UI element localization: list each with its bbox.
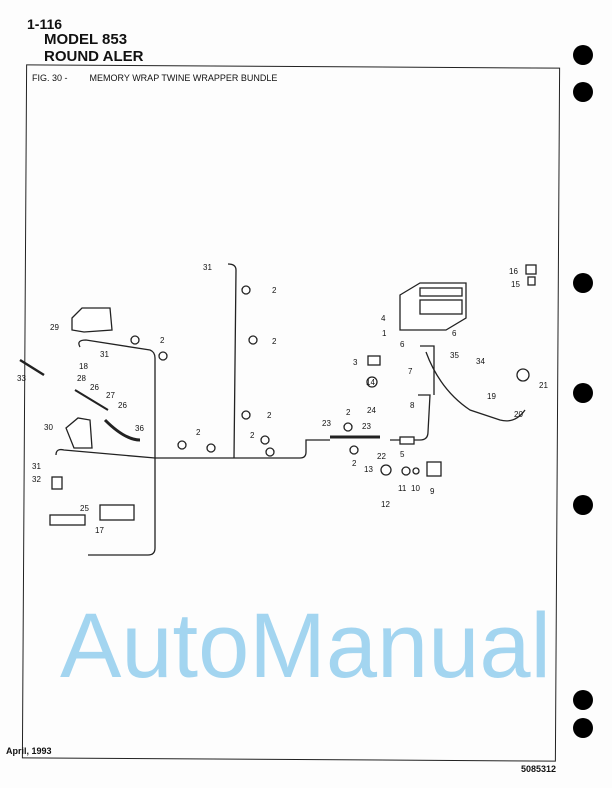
callout: 5: [400, 450, 405, 459]
callout: 2: [352, 459, 357, 468]
callout: 10: [411, 484, 420, 493]
binder-hole: [573, 273, 593, 293]
binder-hole: [573, 82, 593, 102]
figure-number: FIG. 30 -: [32, 73, 68, 83]
callout-labels: 31 2 2 29 2 31 18 33 28 26 27 26 36 30 2…: [17, 263, 548, 535]
wire-harness: [19, 263, 526, 556]
sensor-17: [49, 514, 86, 526]
bracket-30: [65, 417, 93, 449]
callout: 2: [272, 286, 277, 295]
callout: 30: [44, 423, 53, 432]
callout: 19: [487, 392, 496, 401]
callout: 31: [203, 263, 212, 272]
callout: 21: [539, 381, 548, 390]
callout: 12: [381, 500, 390, 509]
label-25: [99, 504, 135, 521]
callout: 26: [118, 401, 127, 410]
callout: 2: [267, 411, 272, 420]
callout: 23: [322, 419, 331, 428]
callout: 15: [511, 280, 520, 289]
callout: 2: [160, 336, 165, 345]
callout: 6: [452, 329, 457, 338]
callout: 32: [32, 475, 41, 484]
binder-hole: [573, 383, 593, 403]
callout: 16: [509, 267, 518, 276]
callout: 2: [346, 408, 351, 417]
bracket-29: [71, 307, 113, 333]
callout: 1: [382, 329, 387, 338]
callout: 22: [377, 452, 386, 461]
callout: 2: [250, 431, 255, 440]
watermark: AutoManual: [60, 595, 551, 697]
callout: 28: [77, 374, 86, 383]
binder-hole: [573, 45, 593, 65]
callout: 26: [90, 383, 99, 392]
callout: 6: [400, 340, 405, 349]
footer-doc-number: 5085312: [521, 764, 557, 774]
callout: 31: [32, 462, 41, 471]
binder-hole: [573, 690, 593, 710]
callout: 23: [362, 422, 371, 431]
callout: 13: [364, 465, 373, 474]
callout: 18: [79, 362, 88, 371]
callout: 29: [50, 323, 59, 332]
footer-date: April, 1993: [6, 746, 52, 756]
figure-caption: FIG. 30 - MEMORY WRAP TWINE WRAPPER BUNDL…: [32, 74, 299, 83]
callout: 3: [353, 358, 358, 367]
callout: 24: [367, 406, 376, 415]
callout: 4: [381, 314, 386, 323]
callout: 11: [398, 484, 407, 493]
callout: 31: [100, 350, 109, 359]
product-title: ROUND ALER: [44, 48, 144, 65]
model-title: MODEL 853: [44, 31, 128, 48]
callout: 2: [272, 337, 277, 346]
callout: 33: [17, 374, 26, 383]
callout: 2: [196, 428, 201, 437]
binder-hole: [573, 718, 593, 738]
callout: 35: [450, 351, 459, 360]
callout: 8: [410, 401, 415, 410]
page-number: 1-116: [27, 16, 63, 32]
binder-hole: [573, 495, 593, 515]
callout: 36: [135, 424, 144, 433]
callout: 17: [95, 526, 104, 535]
figure-title: MEMORY WRAP TWINE WRAPPER BUNDLE: [89, 73, 278, 83]
callout: 14: [366, 378, 375, 387]
parts: [49, 264, 537, 526]
callout: 25: [80, 504, 89, 513]
callout: 34: [476, 357, 485, 366]
callout: 20: [514, 410, 523, 419]
callout: 7: [408, 367, 413, 376]
callout: 9: [430, 487, 435, 496]
callout: 27: [106, 391, 115, 400]
